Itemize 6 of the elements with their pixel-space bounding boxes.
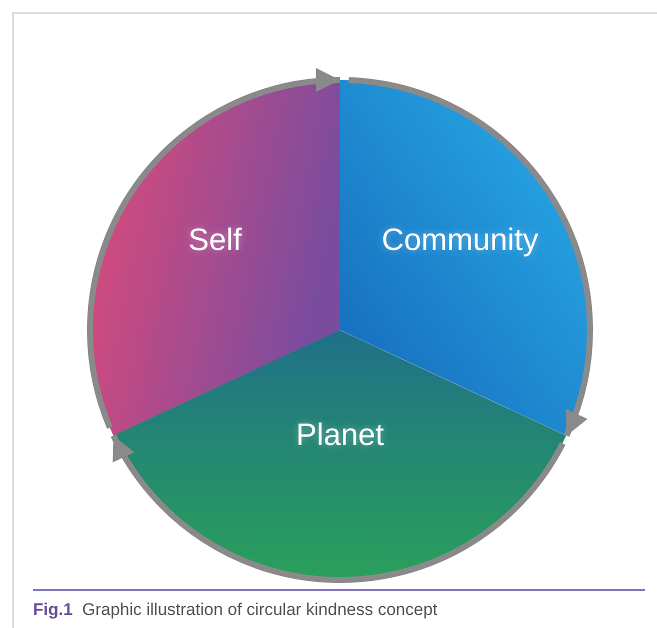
sector-label: Self bbox=[188, 222, 242, 258]
figure-caption: Fig.1 Graphic illustration of circular kindness concept bbox=[33, 600, 438, 620]
cycle-arrow bbox=[110, 434, 566, 583]
sector-label: Planet bbox=[296, 417, 384, 453]
sector-label: Community bbox=[382, 222, 538, 258]
pie-sector bbox=[113, 330, 567, 580]
